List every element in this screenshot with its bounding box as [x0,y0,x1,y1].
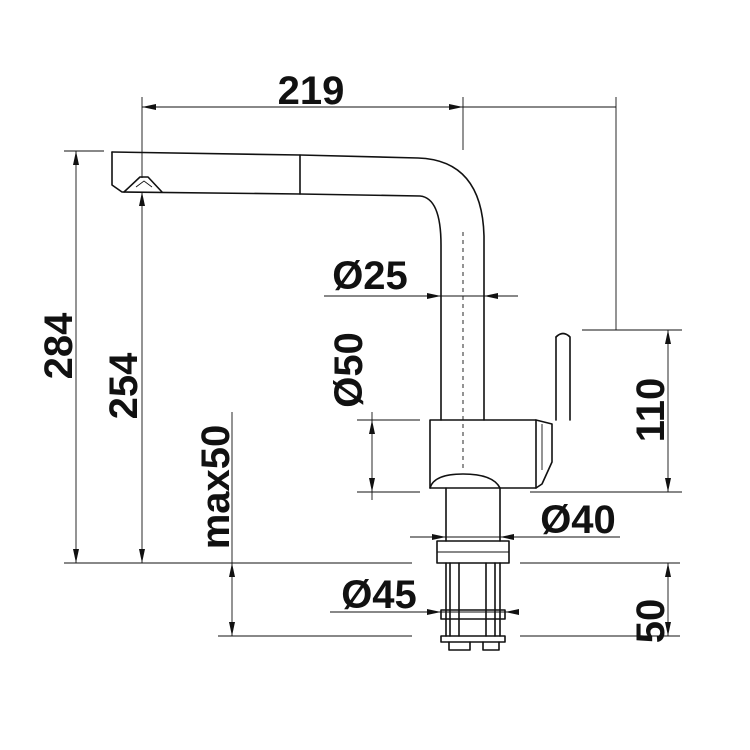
body-bottom-curve [429,473,501,489]
faucet-outline [111,151,571,651]
label-body-diameter: Ø50 [327,332,371,408]
lever-joint [535,419,553,489]
mounting-rods [445,562,501,637]
mounting-washer [440,635,506,643]
aerator [123,176,163,193]
label-total-height: 284 [37,312,81,379]
label-spout-reach: 219 [278,69,345,113]
spout-outer-edge [111,151,485,421]
label-base-diameter: Ø40 [540,498,616,542]
extension-lines [64,97,682,637]
dimension-labels: 219 284 254 max50 Ø25 Ø50 110 Ø40 Ø45 50 [37,69,673,643]
rod-end-right [482,641,500,651]
label-max-deck-thickness: max50 [194,425,238,550]
rod-end-left [448,641,471,651]
lever-handle [555,332,571,421]
label-shank-length: 50 [629,599,673,644]
label-spout-diameter: Ø25 [332,254,408,298]
label-hole-diameter: Ø45 [341,573,417,617]
faucet-body [429,419,537,489]
spout-inner-edge [111,151,442,421]
mounting-nut [440,609,506,620]
dimension-lines [73,104,671,636]
label-outlet-height: 254 [102,352,146,419]
faucet-base [445,487,501,542]
aerator-inner [135,180,153,188]
label-lever-height: 110 [629,378,673,443]
